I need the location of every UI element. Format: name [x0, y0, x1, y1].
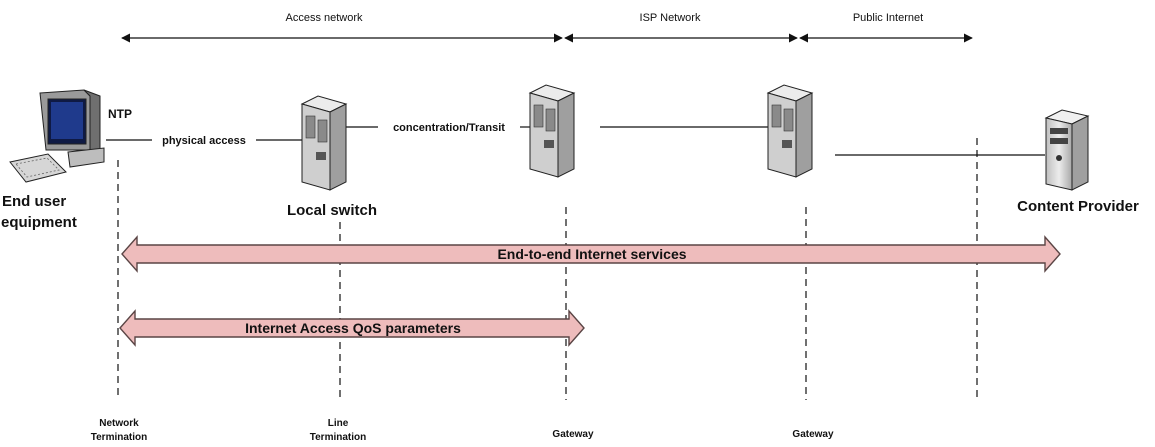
gateway2-label: Gateway [792, 429, 834, 440]
local-switch-server-icon [300, 95, 348, 191]
isp-network-label: ISP Network [640, 12, 701, 24]
end-to-end-band [121, 235, 1061, 273]
line-termination-label-line2: Termination [310, 432, 366, 443]
physical-access-label: physical access [162, 135, 246, 147]
gateway1-server-icon [528, 84, 576, 178]
network-termination-label-line1: Network [99, 418, 139, 429]
content-provider-server-icon [1044, 109, 1090, 191]
network-termination-label-line2: Termination [91, 432, 147, 443]
line-termination-label-line1: Line [328, 418, 349, 429]
end-user-label-line1: End user [2, 193, 66, 210]
public-internet-label: Public Internet [853, 12, 923, 24]
access-network-label: Access network [285, 12, 363, 24]
computer-icon [9, 89, 105, 183]
gateway2-server-icon [766, 84, 814, 178]
access-qos-band [119, 309, 585, 347]
end-to-end-label: End-to-end Internet services [497, 246, 686, 262]
reference-lines [117, 138, 978, 400]
gateway1-label: Gateway [552, 429, 594, 440]
ntp-label: NTP [108, 107, 132, 121]
concentration-transit-label: concentration/Transit [393, 122, 505, 134]
access-qos-label: Internet Access QoS parameters [245, 320, 461, 336]
content-provider-label: Content Provider [1017, 198, 1139, 215]
local-switch-label: Local switch [287, 202, 377, 219]
connection-lines [106, 126, 1045, 156]
end-user-label-line2: equipment [1, 214, 77, 231]
